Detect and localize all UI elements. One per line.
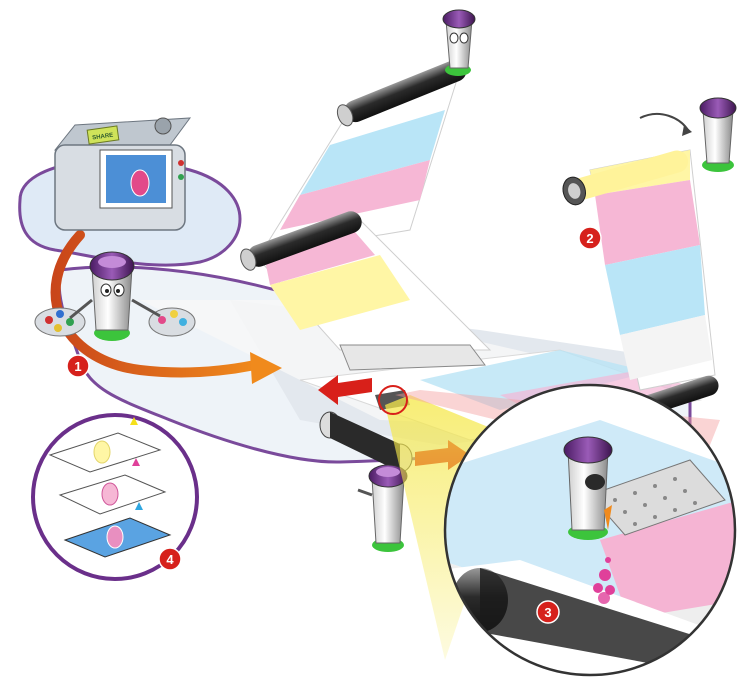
step-badge-1: 1 bbox=[66, 354, 90, 378]
step-badge-4: 4 bbox=[158, 547, 182, 571]
step-badge-3: 3 bbox=[536, 600, 560, 624]
step-number-4: 4 bbox=[166, 552, 174, 567]
palette-robot-icon bbox=[34, 251, 196, 341]
roller-top bbox=[336, 59, 467, 127]
arrow-left-red bbox=[318, 375, 372, 405]
camera-brand-label: SHARE bbox=[92, 133, 114, 142]
print-head-bar bbox=[339, 344, 486, 410]
step-badge-2: 2 bbox=[578, 226, 602, 250]
robot-bottom-icon bbox=[357, 464, 408, 552]
zoom-print-head-detail bbox=[443, 383, 737, 677]
step-number-2: 2 bbox=[586, 231, 593, 246]
ribbon-rollers bbox=[240, 59, 719, 473]
ink-puff bbox=[593, 557, 615, 604]
layer-magenta bbox=[58, 458, 167, 515]
robot-top-icon bbox=[442, 9, 476, 76]
layer-cyan-final bbox=[63, 502, 172, 558]
layer-yellow bbox=[48, 417, 162, 473]
arrow-data-orange bbox=[50, 230, 282, 384]
step-number-3: 3 bbox=[544, 605, 551, 620]
roller-middle bbox=[240, 211, 362, 271]
camera-icon: SHARE bbox=[53, 117, 192, 231]
step-number-1: 1 bbox=[74, 359, 81, 374]
color-layers-inset bbox=[31, 413, 199, 581]
roller-right bbox=[562, 150, 689, 206]
heating-pins bbox=[613, 477, 697, 526]
robot-right-icon bbox=[639, 97, 737, 172]
